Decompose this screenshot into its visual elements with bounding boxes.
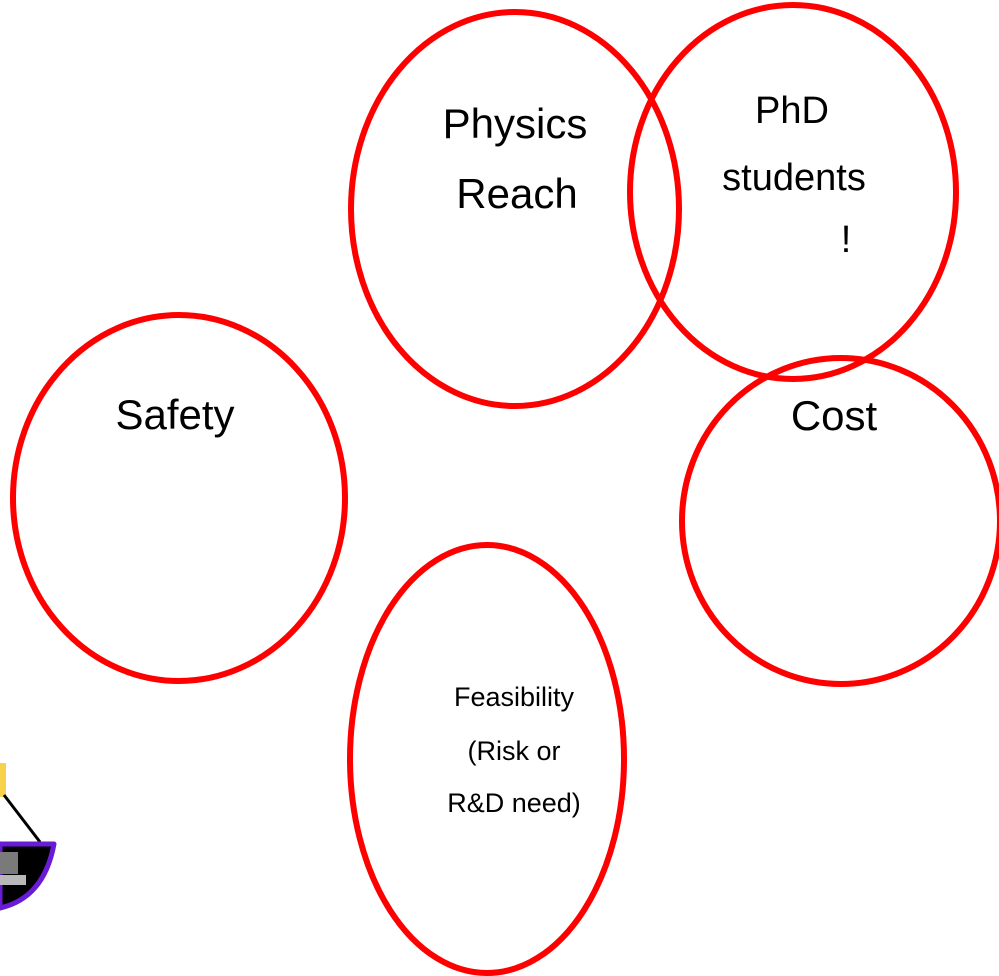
scale-accent xyxy=(0,763,6,797)
scale-pan-detail-2 xyxy=(0,875,26,885)
ellipse-phd-students xyxy=(627,2,959,382)
circle-phd-students: PhD students ! xyxy=(627,2,959,382)
scale-string xyxy=(2,794,42,843)
phd-students-line-1: PhD xyxy=(755,90,829,132)
balance-scale-icon xyxy=(0,763,57,911)
feasibility-line-2: (Risk or xyxy=(468,736,561,766)
scale-pan-detail xyxy=(0,852,18,874)
circle-cost: Cost xyxy=(679,355,999,687)
ellipse-safety xyxy=(10,312,348,684)
phd-students-line-3: ! xyxy=(841,219,852,261)
cost-label: Cost xyxy=(791,392,878,439)
phd-students-line-2: students xyxy=(722,157,866,199)
physics-reach-line-1: Physics xyxy=(443,100,588,147)
ellipse-feasibility xyxy=(347,542,627,976)
feasibility-line-1: Feasibility xyxy=(454,682,575,712)
ellipse-physics-reach xyxy=(348,9,682,409)
circle-safety: Safety xyxy=(10,312,348,684)
circle-physics-reach: Physics Reach xyxy=(348,9,682,409)
circle-feasibility: Feasibility (Risk or R&D need) xyxy=(347,542,627,976)
safety-label: Safety xyxy=(115,391,234,438)
feasibility-line-3: R&D need) xyxy=(447,788,581,818)
physics-reach-line-2: Reach xyxy=(456,170,577,217)
ellipse-cost xyxy=(679,355,999,687)
